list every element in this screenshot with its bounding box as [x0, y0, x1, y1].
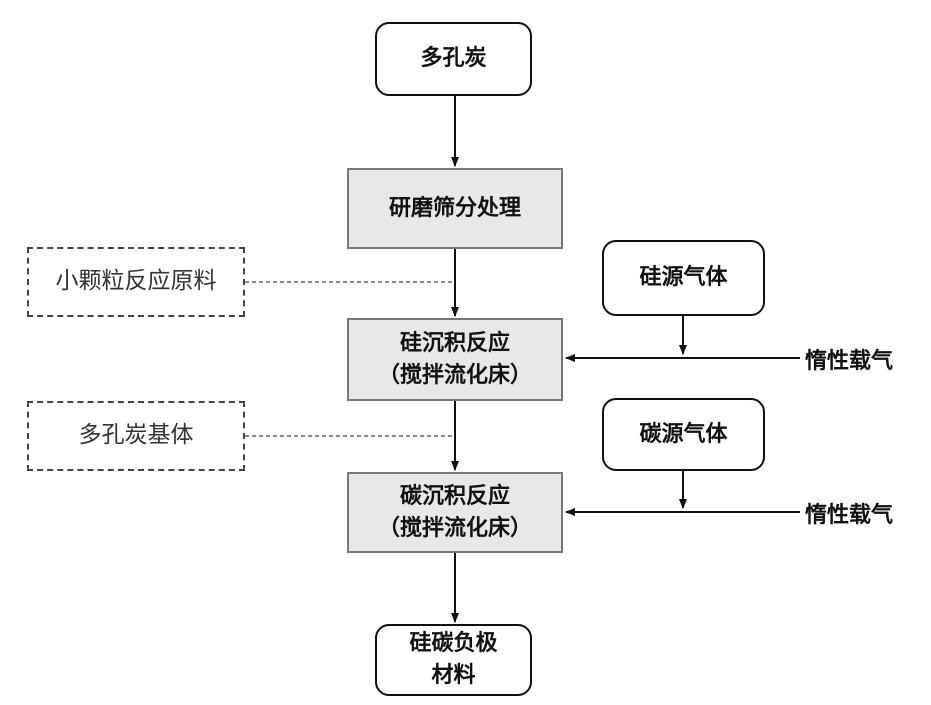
node-small-particle-label: 小颗粒反应原料: [55, 268, 217, 295]
label-inert-gas-1: 惰性载气: [805, 349, 894, 374]
node-carbon-deposition-line2: （搅拌流化床）: [377, 515, 532, 541]
node-carbon-gas-label: 碳源气体: [639, 421, 728, 447]
node-porous-carbon: 多孔炭: [375, 22, 532, 96]
node-porous-carbon-matrix-label: 多孔炭基体: [78, 422, 194, 449]
node-carbon-gas: 碳源气体: [602, 398, 765, 471]
node-carbon-deposition-line1: 碳沉积反应: [399, 483, 510, 509]
node-silicon-deposition: 硅沉积反应 （搅拌流化床）: [347, 318, 563, 401]
node-small-particle: 小颗粒反应原料: [27, 247, 245, 317]
node-product-line1: 硅碳负极: [409, 631, 498, 657]
node-grinding: 研磨筛分处理: [347, 168, 563, 249]
node-porous-carbon-matrix: 多孔炭基体: [27, 401, 245, 471]
node-product: 硅碳负极 材料: [375, 624, 532, 696]
node-grinding-label: 研磨筛分处理: [388, 195, 521, 221]
node-silicon-deposition-line1: 硅沉积反应: [399, 330, 510, 356]
label-inert-gas-2: 惰性载气: [805, 503, 894, 528]
node-product-line2: 材料: [431, 663, 476, 688]
node-silicon-deposition-line2: （搅拌流化床）: [377, 362, 532, 388]
node-silicon-gas: 硅源气体: [602, 240, 765, 316]
node-carbon-deposition: 碳沉积反应 （搅拌流化床）: [347, 472, 563, 553]
node-porous-carbon-label: 多孔炭: [420, 46, 487, 72]
node-silicon-gas-label: 硅源气体: [639, 265, 728, 291]
